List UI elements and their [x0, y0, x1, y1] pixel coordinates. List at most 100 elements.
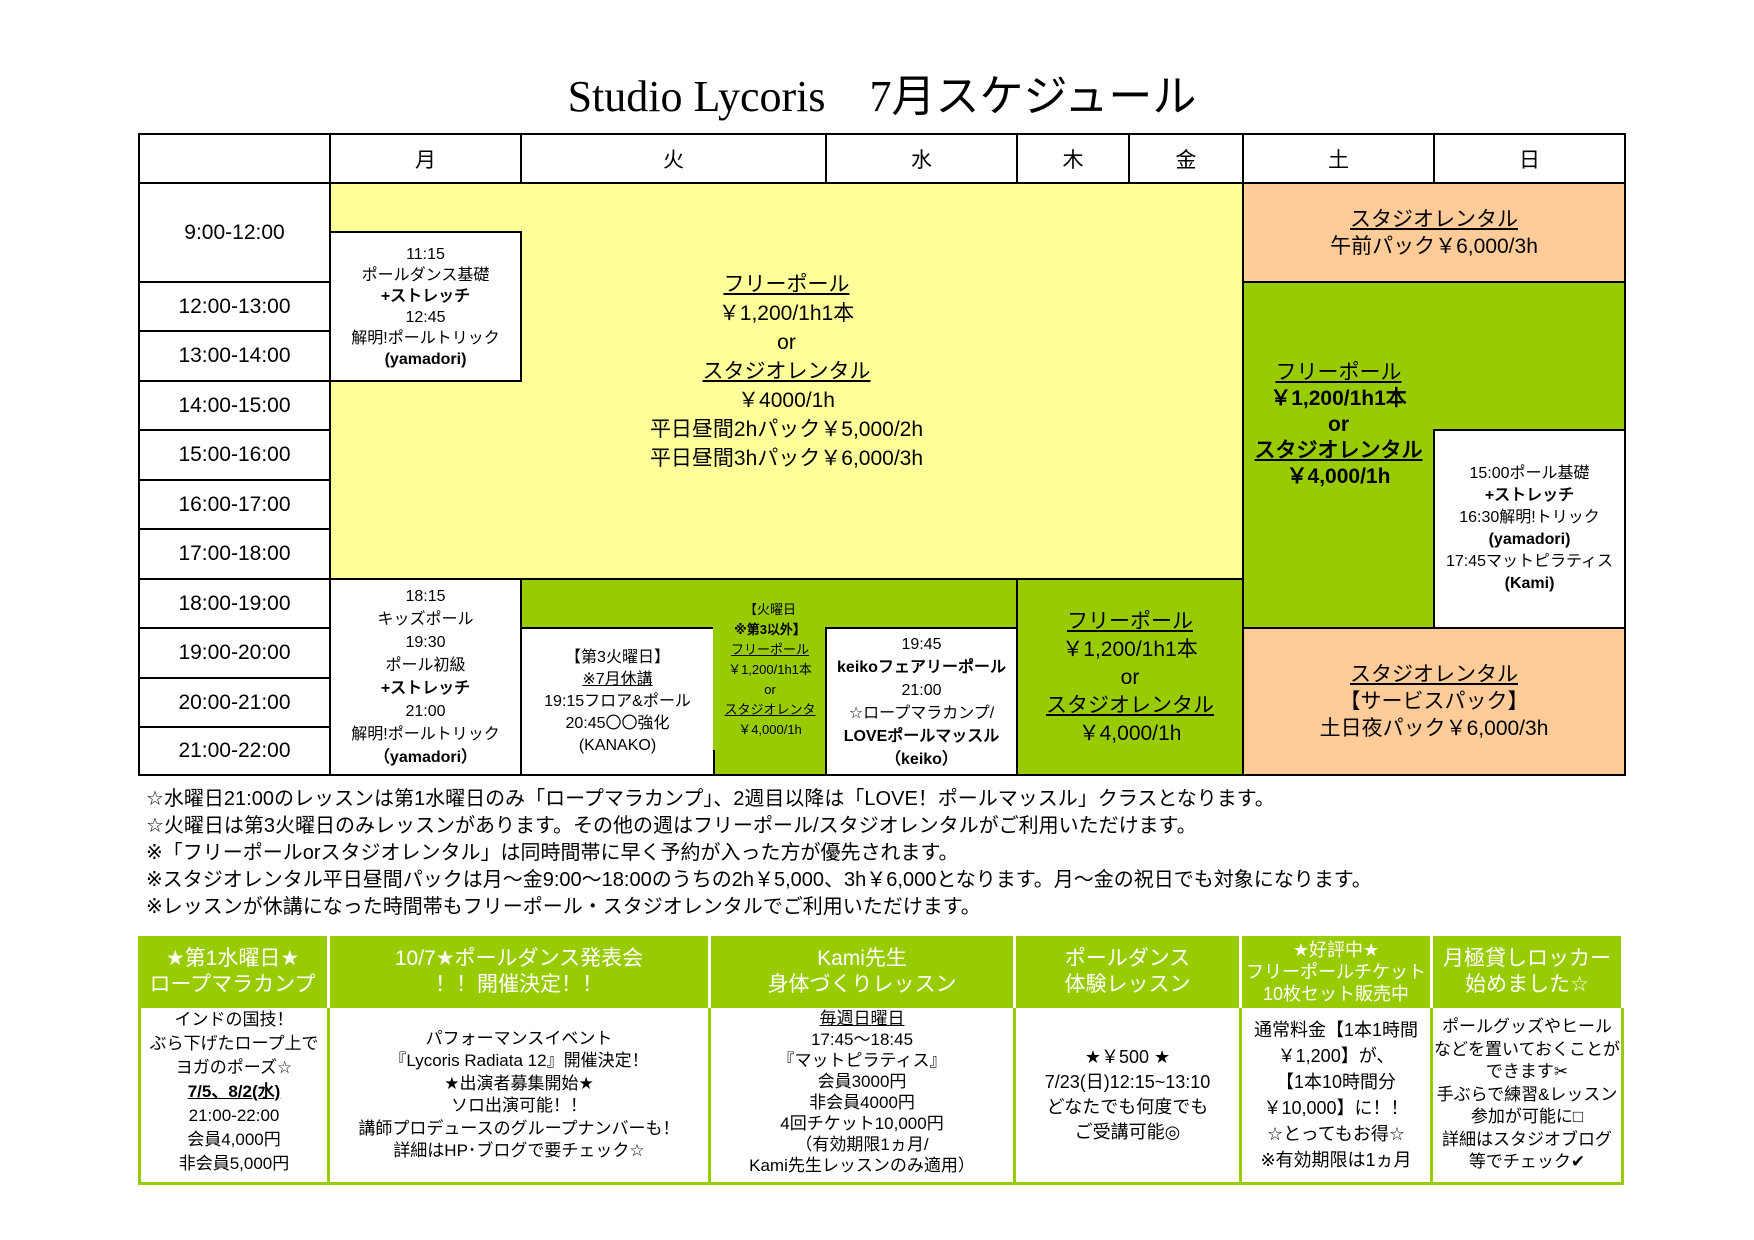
day-header: 土	[1242, 133, 1435, 184]
info-body-line: 4回チケット10,000円	[780, 1114, 944, 1133]
info-body-line: ★￥500 ★	[1084, 1047, 1171, 1067]
cell-line: フリーポール	[723, 272, 850, 296]
cell-line: スタジオレンタ	[724, 702, 816, 717]
info-header-line: 10/7★ポールダンス発表会	[394, 947, 644, 970]
info-body: ポールグッズやヒールなどを置いておくことができます✂手ぶらで練習&レッスン参加が…	[1433, 1008, 1624, 1185]
note-line: ※レッスンが休講になった時間帯もフリーポール・スタジオレンタルでご利用いただけま…	[146, 896, 981, 918]
cell-line: ￥1,200/1h1本	[718, 301, 855, 325]
cell-line: スタジオレンタル	[1350, 207, 1518, 231]
cell-line: 土日夜パック￥6,000/3h	[1319, 717, 1549, 740]
cell-line: スタジオレンタル	[702, 359, 871, 383]
cell-line: スタジオレンタル	[1254, 439, 1423, 462]
cell-line: フリーポール	[1067, 610, 1193, 633]
time-slot: 21:00-22:00	[138, 726, 331, 776]
info-header: 10/7★ポールダンス発表会 ！！開催決定！！	[330, 936, 711, 1008]
day-header: 金	[1128, 133, 1244, 184]
time-slot: 18:00-19:00	[138, 578, 331, 629]
info-body-line: 会員3000円	[817, 1072, 907, 1091]
info-body-line: 詳細はスタジオブログ	[1442, 1129, 1612, 1149]
info-body-line: どなたでも何度でも	[1046, 1097, 1209, 1117]
info-body-line: 通常料金【1本1時間	[1253, 1020, 1419, 1040]
cell-line: (yamadori)	[1488, 531, 1571, 548]
info-body-line: ソロ出演可能！！	[451, 1096, 587, 1115]
cell-line: 解明!ポールトリック	[351, 329, 500, 347]
cell-line: or	[777, 330, 796, 354]
info-header: 月極貸しロッカー始めました☆	[1433, 936, 1624, 1008]
cell-line: 21:00	[901, 681, 942, 699]
day-header: 月	[329, 133, 522, 184]
cell-line: 平日昼間2hパック￥5,000/2h	[649, 417, 924, 441]
time-label: 17:00-18:00	[178, 542, 291, 565]
cell-line: 16:30解明!トリック	[1459, 509, 1600, 526]
info-body-line: ※有効期限は1ヵ月	[1260, 1150, 1412, 1170]
time-slot: 15:00-16:00	[138, 429, 331, 481]
cell-line: 19:30	[405, 634, 446, 651]
cell-line: +ストレッチ	[380, 287, 471, 305]
info-header-line: ！！開催決定！！	[435, 973, 603, 996]
day-header: 水	[825, 133, 1018, 184]
cell-line: フリーポール	[1275, 361, 1402, 384]
note-line: ☆水曜日21:00のレッスンは第1水曜日のみ「ロープマラカンプ」、2週目以降は「…	[146, 788, 1275, 810]
time-slot: 14:00-15:00	[138, 380, 331, 431]
day-header: 火	[520, 133, 827, 184]
time-slot: 19:00-20:00	[138, 627, 331, 679]
info-body-line: などを置いておくことが	[1434, 1039, 1620, 1059]
info-body-line: ぶら下げたロープ上で	[149, 1034, 319, 1053]
info-header: Kami先生身体づくりレッスン	[711, 936, 1016, 1008]
info-header: ポールダンス体験レッスン	[1016, 936, 1242, 1008]
time-label: 19:00-20:00	[178, 641, 291, 664]
cell-line: 【第3火曜日】	[565, 648, 670, 666]
info-body-line: 【1本10時間分	[1275, 1072, 1397, 1092]
info-body-line: インドの国技！	[174, 1010, 294, 1029]
info-body-line: 『Lycoris Radiata 12』開催決定！	[389, 1051, 649, 1070]
info-body-line: ヨガのポーズ☆	[175, 1058, 293, 1077]
cell-line: 17:45マットピラティス	[1445, 553, 1614, 570]
cell-line: ※7月休講	[582, 670, 653, 688]
cell-line: ￥4000/1h	[738, 388, 835, 412]
cell-line: （yamadori）	[373, 749, 478, 766]
cell-line: or	[1120, 666, 1140, 689]
note-line: ☆火曜日は第3火曜日のみレッスンがあります。その他の週はフリーポール/スタジオレ…	[146, 815, 1197, 837]
cell-line: LOVEポールマッスル	[843, 727, 1000, 745]
info-header-line: 月極貸しロッカー	[1443, 947, 1611, 970]
info-body-line: 詳細はHP･ブログで要チェック☆	[393, 1141, 645, 1160]
notes: ☆水曜日21:00のレッスンは第1水曜日のみ「ロープマラカンプ」、2週目以降は「…	[146, 786, 1372, 921]
info-body-line: 7/5、8/2(水)	[187, 1082, 281, 1101]
weekend-night-cell: スタジオレンタル【サービスパック】土日夜パック￥6,000/3h	[1242, 627, 1626, 776]
info-header-line: フリーポールチケット	[1246, 962, 1426, 982]
info-body-line: 17:45～18:45	[810, 1030, 914, 1049]
info-body-line: ￥1,200】が、	[1277, 1046, 1395, 1066]
info-header-line: ★第1水曜日★	[165, 947, 300, 970]
info-body-line: Kami先生レッスンのみ適用）	[749, 1156, 975, 1175]
day-label: 月	[415, 148, 436, 172]
info-header-line: 10枚セット販売中	[1262, 984, 1410, 1004]
info-body-line: ご受講可能◎	[1074, 1122, 1181, 1142]
cell-line: キッズポール	[377, 611, 474, 628]
day-label: 水	[911, 148, 932, 172]
cell-line: 午前パック￥6,000/3h	[1330, 234, 1538, 258]
cell-line: ポール初級	[385, 657, 466, 674]
cell-line: ￥1,200/1h1本	[1270, 387, 1407, 410]
weekend-am-cell: スタジオレンタル午前パック￥6,000/3h	[1242, 182, 1626, 283]
cell-line: 平日昼間3hパック￥6,000/3h	[649, 446, 924, 470]
cell-line: ※第3以外】	[734, 622, 806, 637]
info-header-line: ★好評中★	[1292, 940, 1380, 960]
info-body-line: （有効期限1ヵ月/	[795, 1135, 929, 1154]
info-body: インドの国技！ぶら下げたロープ上でヨガのポーズ☆7/5、8/2(水)21:00-…	[138, 1008, 330, 1185]
cell-line: ￥4,000/1h	[1078, 722, 1182, 745]
info-header-line: 体験レッスン	[1064, 973, 1191, 996]
time-slot: 13:00-14:00	[138, 330, 331, 382]
time-slot: 16:00-17:00	[138, 479, 331, 530]
day-label: 木	[1062, 148, 1084, 172]
day-label: 金	[1175, 148, 1197, 172]
cell-line: 11:15	[406, 245, 445, 263]
day-label: 日	[1519, 148, 1540, 172]
cell-line: or	[764, 682, 776, 697]
cell-line: 19:15フロア&ポール	[544, 692, 691, 710]
